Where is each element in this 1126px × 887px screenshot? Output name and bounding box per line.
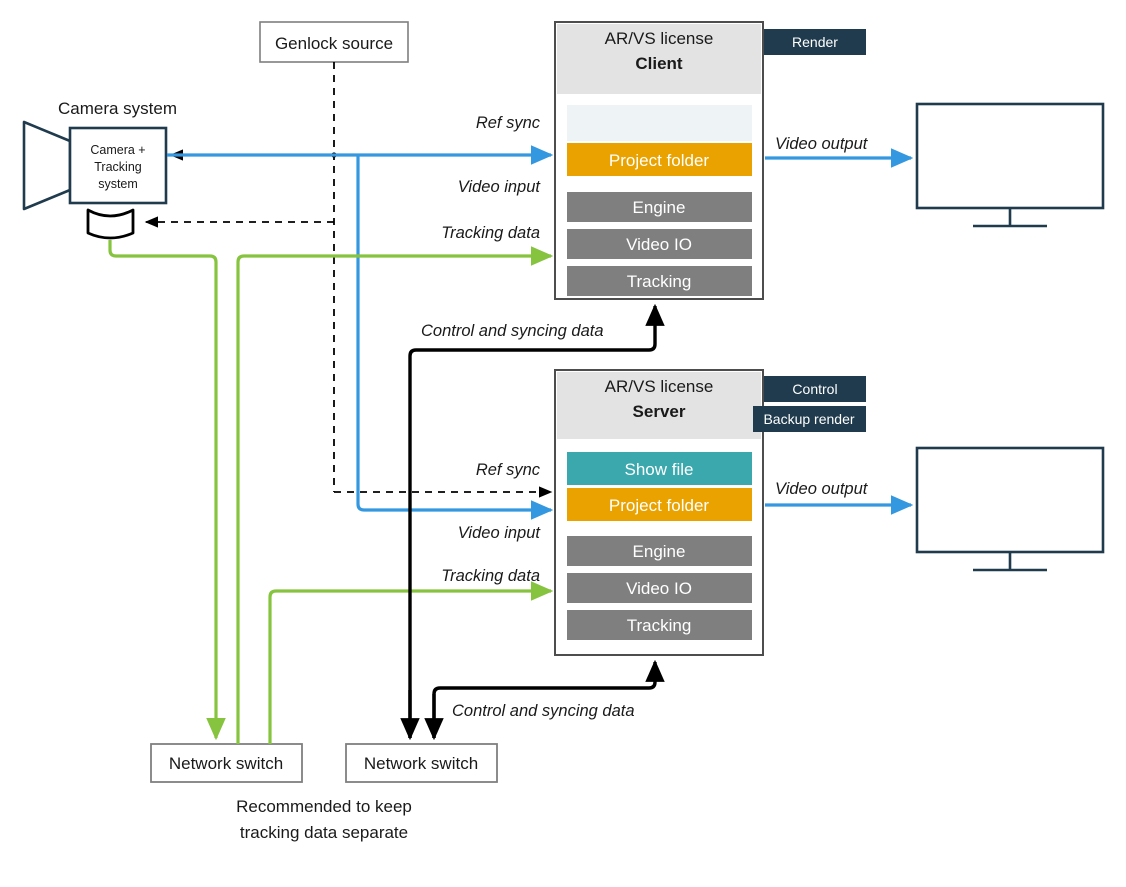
server-row-engine [567,536,752,566]
network-switch-tracking-label: Network switch [169,754,283,773]
client-role-label: Client [635,54,683,73]
server-badge-backup-render [753,406,866,432]
tracking-sensor-icon [86,208,135,240]
client-row-project-folder-label: Project folder [609,151,709,170]
client-badge-render [764,29,866,55]
camera-body [68,126,168,205]
footnote-line2: tracking data separate [240,823,408,842]
client-row-empty [567,105,752,141]
control-sync-connections: Control and syncing data Control and syn… [400,303,665,741]
control-sync-client-label: Control and syncing data [421,322,604,340]
ref-sync-client-label: Ref sync [476,114,541,132]
camera-body-line2: Tracking [94,160,142,174]
client-row-tracking-label: Tracking [627,272,692,291]
server-row-project-folder [567,488,752,521]
server-role-label: Server [633,402,686,421]
camera-system-group: Camera system Camera + Tracking system [22,99,177,240]
server-row-video-io-label: Video IO [626,579,692,598]
video-input-client-label: Video input [458,178,542,196]
server-row-tracking [567,610,752,640]
network-switch-tracking-box [150,743,303,783]
network-switch-control-label: Network switch [364,754,478,773]
server-badge-control-label: Control [792,381,837,397]
client-row-tracking [567,266,752,296]
server-row-project-folder-label: Project folder [609,496,709,515]
network-switch-tracking-group: Network switch [150,743,303,783]
client-license-label: AR/VS license [605,29,714,48]
server-row-show-file [567,452,752,485]
control-sync-server-line [432,659,665,738]
tracking-data-server-line [268,581,554,744]
client-row-video-io-label: Video IO [626,235,692,254]
server-badge-control [764,376,866,402]
server-row-tracking-label: Tracking [627,616,692,635]
tracking-data-client-line [236,246,554,744]
client-block: AR/VS license Client Project folder Engi… [554,21,866,300]
server-row-show-file-label: Show file [625,460,694,479]
tracking-data-client-label: Tracking data [441,224,540,242]
video-input-server-line [356,156,554,520]
video-input-server-label: Video input [458,524,542,542]
camera-lens-icon [22,120,72,211]
client-row-engine [567,192,752,222]
server-license-label: AR/VS license [605,377,714,396]
server-badge-backup-render-label: Backup render [763,411,854,427]
tracking-connections: Tracking data Tracking data [108,224,554,744]
client-row-video-io [567,229,752,259]
tracking-data-server-label: Tracking data [441,567,540,585]
genlock-source-label: Genlock source [275,34,393,53]
server-block: AR/VS license Server Show file Project f… [554,369,866,656]
ref-sync-server-label: Ref sync [476,461,541,479]
footnote-line1: Recommended to keep [236,797,412,816]
client-row-project-folder [567,143,752,176]
ref-sync-connections: Ref sync Ref sync [144,62,553,498]
server-row-video-io [567,573,752,603]
camera-body-line1: Camera + [90,143,145,157]
camera-system-label: Camera system [58,99,177,118]
footnote-group: Recommended to keep tracking data separa… [236,797,412,842]
tracking-sensor-to-switch-line [108,240,226,741]
network-switch-control-box [345,743,498,783]
monitor-client-group [915,102,1105,228]
server-header [557,372,761,439]
control-sync-server-label: Control and syncing data [452,702,635,720]
client-badge-render-label: Render [792,34,838,50]
video-connections: Video input Video input Video output Vid… [167,135,914,542]
camera-body-line3: system [98,177,138,191]
control-sync-client-line [408,303,665,738]
genlock-source-group: Genlock source [259,21,409,63]
monitor-server-screen [915,446,1105,554]
client-row-engine-label: Engine [633,198,686,217]
server-row-engine-label: Engine [633,542,686,561]
monitor-client-screen [915,102,1105,210]
monitor-server-group [915,446,1105,572]
video-output-client-label: Video output [775,135,869,153]
genlock-source-box [259,21,409,63]
video-output-server-label: Video output [775,480,869,498]
client-header [557,24,761,94]
network-switch-control-group: Network switch [345,743,498,783]
